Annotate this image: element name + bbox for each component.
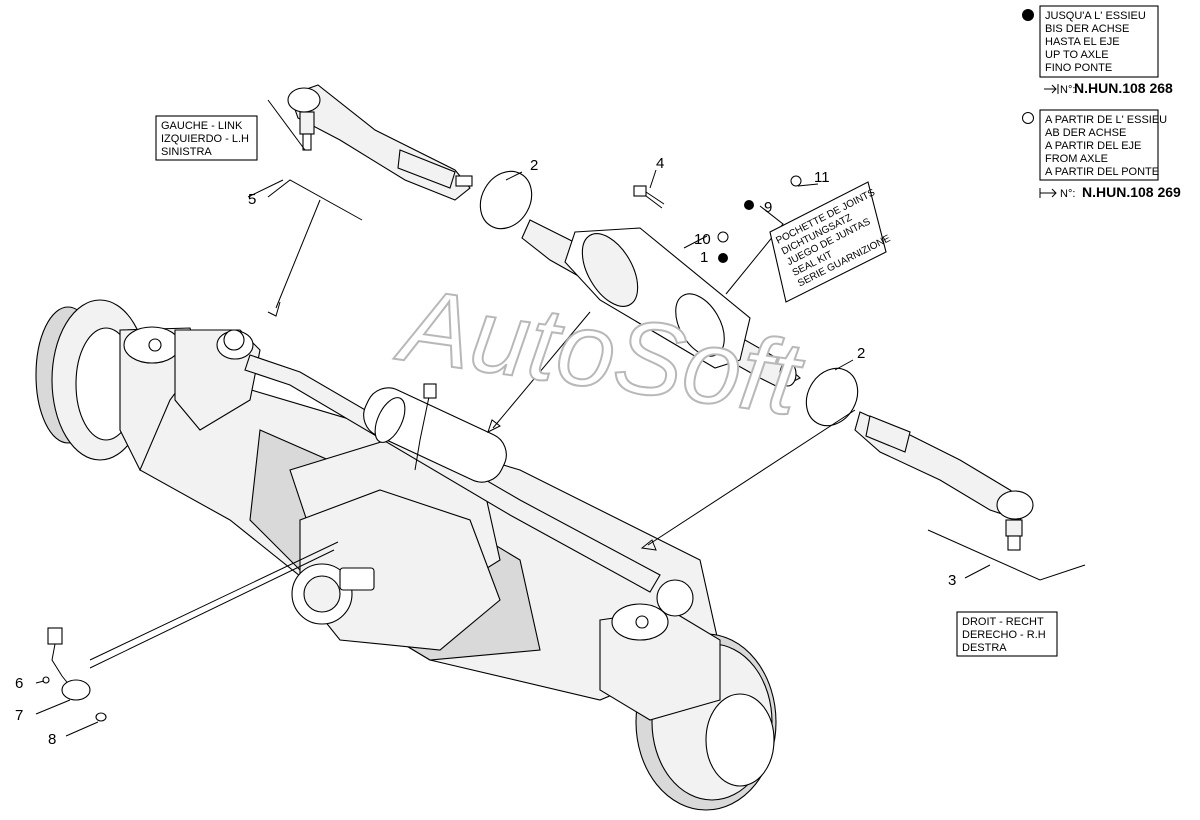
filled-dot-marker-1 [718, 253, 728, 263]
callout-numbers: 2 4 11 9 10 1 2 5 3 6 7 8 [15, 155, 956, 748]
callout-10: 10 [694, 231, 711, 248]
legend-before-line-2: BIS DER ACHSE [1045, 23, 1129, 35]
legend-after-no-prefix: N°: [1060, 188, 1075, 200]
right-box-line-1: DROIT - RECHT [962, 616, 1044, 628]
callout-2-right: 2 [857, 345, 865, 362]
legend-after-line-3: A PARTIR DEL EJE [1045, 140, 1141, 152]
tie-rod-left [287, 84, 473, 201]
seal-kit-label: POCHETTE DE JOINTS DICHTUNGSATZ JUEGO DE… [769, 181, 893, 303]
callout-5: 5 [248, 191, 256, 208]
o-ring-left [479, 170, 533, 230]
left-box-line-2: IZQUIERDO - L.H [161, 133, 249, 145]
hollow-dot-marker-11 [790, 175, 802, 187]
from-arrow-icon [1039, 188, 1057, 198]
left-side-box: GAUCHE - LINK IZQUIERDO - L.H SINISTRA [155, 115, 258, 161]
leader-lines [35, 99, 1086, 737]
callout-7: 7 [15, 707, 23, 724]
callout-4: 4 [656, 155, 664, 172]
legend-after-line-1: A PARTIR DE L' ESSIEU [1045, 114, 1167, 126]
o-ring-right [805, 367, 859, 427]
legend-after: A PARTIR DE L' ESSIEU AB DER ACHSE A PAR… [1022, 109, 1181, 200]
right-box-line-3: DESTRA [962, 642, 1007, 654]
legend-after-line-4: FROM AXLE [1045, 153, 1108, 165]
callout-1: 1 [700, 249, 708, 266]
legend-before-no-prefix: N°: [1060, 84, 1075, 96]
legend-before-line-5: FINO PONTE [1045, 62, 1112, 74]
bolt-4 [633, 185, 665, 209]
legend-before-number: N.HUN.108 268 [1074, 80, 1173, 96]
callout-2-left: 2 [530, 157, 538, 174]
legend-before-line-3: HASTA EL EJE [1045, 36, 1120, 48]
up-to-arrow-icon [1044, 84, 1059, 94]
callout-6: 6 [15, 675, 23, 692]
legend-before-line-4: UP TO AXLE [1045, 49, 1109, 61]
right-side-box: DROIT - RECHT DERECHO - R.H DESTRA [956, 611, 1058, 657]
axle-assembly [35, 299, 777, 811]
callout-11: 11 [814, 169, 830, 186]
filled-dot-icon [1022, 9, 1034, 21]
legend-after-line-5: A PARTIR DEL PONTE [1045, 166, 1159, 178]
filled-dot-marker-9 [744, 200, 754, 210]
sensor-assembly [42, 627, 107, 722]
left-box-line-3: SINISTRA [161, 146, 212, 158]
legend-after-line-2: AB DER ACHSE [1045, 127, 1126, 139]
callout-8: 8 [48, 731, 56, 748]
hollow-dot-icon [1022, 112, 1034, 124]
steering-cylinder [521, 219, 801, 389]
callout-3: 3 [948, 572, 956, 589]
legend-after-number: N.HUN.108 269 [1082, 184, 1181, 200]
right-box-line-2: DERECHO - R.H [962, 629, 1046, 641]
callout-9: 9 [764, 199, 772, 216]
legend-before-line-1: JUSQU'A L' ESSIEU [1045, 10, 1146, 22]
legend-before: JUSQU'A L' ESSIEU BIS DER ACHSE HASTA EL… [1022, 5, 1173, 96]
tie-rod-right [854, 411, 1034, 551]
hollow-dot-marker-10 [717, 231, 729, 243]
left-box-line-1: GAUCHE - LINK [161, 120, 243, 132]
